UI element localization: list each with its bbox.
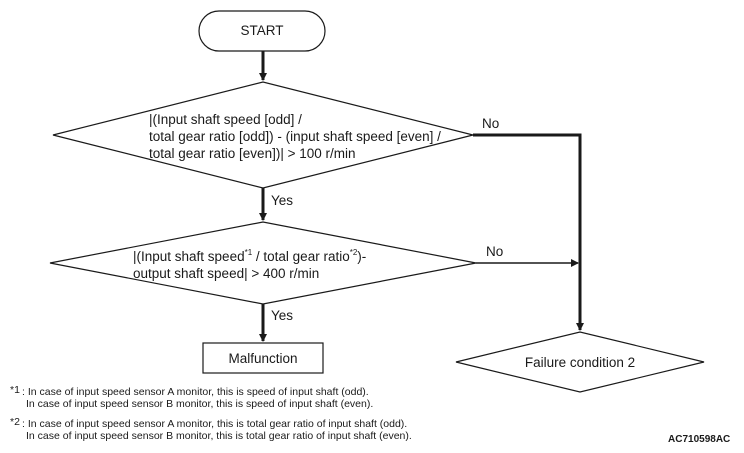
- decision2-line1-c: )-: [357, 249, 367, 264]
- figure-code: AC710598AC: [668, 434, 731, 445]
- decision2-line2: output shaft speed| > 400 r/min: [133, 266, 320, 281]
- failure-label: Failure condition 2: [524, 355, 636, 370]
- arrow-d1-no: [473, 133, 584, 331]
- decision2-line1-a: |(Input shaft speed: [133, 249, 245, 264]
- footnote2-line1: : In case of input speed sensor A monito…: [22, 418, 408, 430]
- d1-no-label: No: [482, 116, 500, 131]
- malfunction-label: Malfunction: [228, 351, 298, 366]
- start-label: START: [240, 23, 284, 38]
- footnote1-line1: : In case of input speed sensor A monito…: [22, 386, 369, 398]
- d1-yes-label: Yes: [271, 193, 294, 208]
- decision1-line1: |(Input shaft speed [odd] /: [149, 112, 302, 127]
- footnote1-mark: *1: [10, 384, 20, 396]
- footnote1-line2: In case of input speed sensor B monitor,…: [26, 398, 374, 410]
- footnote2-mark: *2: [10, 416, 20, 428]
- decision1-line2: total gear ratio [odd]) - (input shaft s…: [149, 129, 441, 144]
- d2-yes-label: Yes: [271, 308, 294, 323]
- decision1-line3: total gear ratio [even])| > 100 r/min: [149, 146, 356, 161]
- decision2-line1-b: / total gear ratio: [252, 249, 350, 264]
- footnote2-line2: In case of input speed sensor B monitor,…: [26, 430, 412, 442]
- footnote-ref-2: *2: [349, 247, 358, 257]
- malfunction-box-shape: [202, 342, 324, 374]
- d2-no-label: No: [486, 244, 504, 259]
- failure-diamond: [455, 331, 705, 393]
- decision2-line1: |(Input shaft speed*1 / total gear ratio…: [133, 248, 366, 265]
- footnote-ref-1: *1: [244, 247, 253, 257]
